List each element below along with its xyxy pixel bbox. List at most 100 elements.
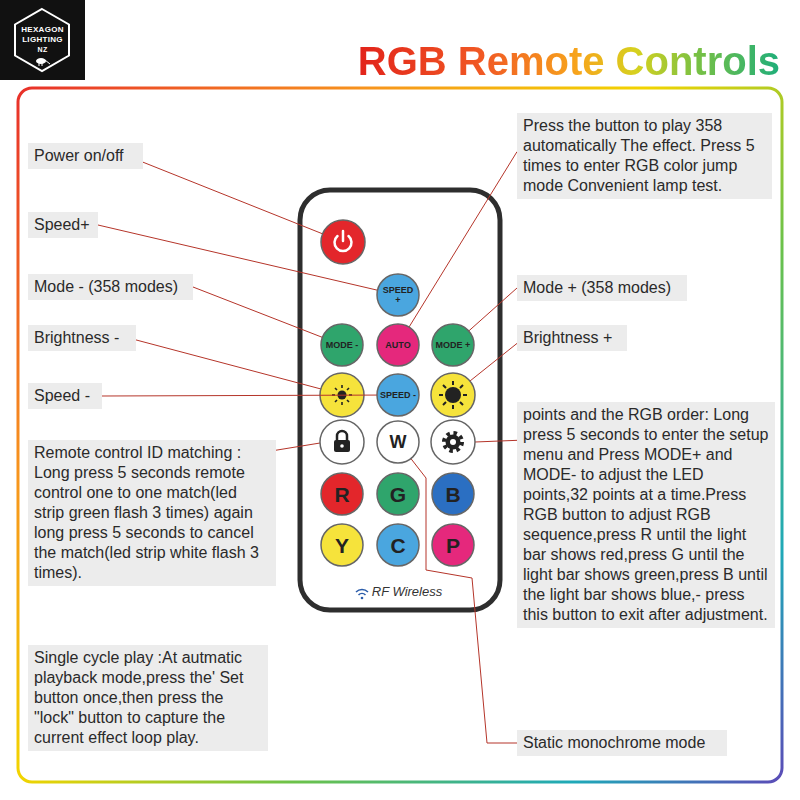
callout-box: Brightness + (517, 325, 627, 351)
kiwi-icon (39, 60, 50, 66)
callout-text: Brightness - (34, 328, 130, 348)
logo-text: LIGHTING (0, 35, 85, 44)
remote-button: R (320, 472, 364, 516)
button-label: AUTO (380, 340, 416, 350)
brightness-up-button (431, 373, 475, 417)
logo-text: NZ (0, 45, 85, 54)
lock-icon (334, 440, 350, 452)
remote-button: MODE - (320, 323, 364, 367)
remote-button: MODE + (431, 323, 475, 367)
button-shape (321, 324, 363, 366)
leader-line (130, 157, 323, 234)
leader-line (102, 395, 377, 397)
remote-button: G (376, 472, 420, 516)
callout-text: Speed+ (34, 215, 92, 235)
callout-text: Press the button to play 358 automatical… (523, 116, 766, 196)
logo (0, 0, 85, 80)
remote-button: B (431, 472, 475, 516)
callout-box: Brightness - (28, 325, 136, 351)
gear-icon (450, 439, 456, 445)
brightness-button (431, 373, 475, 417)
remote-label: RF Wireless (372, 584, 442, 600)
wifi-icon (361, 597, 364, 600)
callout-text: Mode + (358 modes) (523, 278, 681, 298)
button-shape (321, 473, 363, 515)
leader-line (411, 459, 517, 743)
lock-icon (340, 444, 344, 448)
power-button (321, 220, 365, 264)
button-shape (377, 274, 419, 316)
callout-box: Mode - (358 modes) (28, 274, 193, 300)
button-label: R (327, 483, 357, 506)
callout-box: Remote control ID matching : Long press … (28, 440, 276, 586)
callout-box: Speed+ (28, 212, 98, 238)
button-label: C (383, 534, 413, 557)
button-shape (432, 524, 474, 566)
wifi-icon (356, 590, 368, 600)
button-shape (377, 524, 419, 566)
callout-text: Brightness + (523, 328, 621, 348)
callout-text: Static monochrome mode (523, 733, 721, 753)
gear-icon (446, 435, 461, 450)
callout-text: Speed - (34, 386, 96, 406)
button-label: MODE + (435, 340, 471, 350)
remote-button: SPEED - (376, 373, 420, 417)
callout-text: Remote control ID matching : Long press … (34, 443, 270, 583)
power-symbol (342, 231, 345, 241)
button-label: SPEED - (380, 390, 416, 400)
button-label: SPEED + (380, 285, 416, 305)
remote-button: AUTO (376, 323, 420, 367)
button-shape (377, 473, 419, 515)
remote-button: C (376, 523, 420, 567)
callout-text: Mode - (358 modes) (34, 277, 187, 297)
callout-text: Single cycle play :At autmatic playback … (34, 648, 262, 748)
callout-box: Speed - (28, 383, 102, 409)
logo-text: HEXAGON (0, 25, 85, 34)
lock-icon (337, 431, 347, 441)
leader-line (125, 337, 321, 389)
remote-button: P (431, 523, 475, 567)
callout-box: Single cycle play :At autmatic playback … (28, 645, 268, 751)
leader-line (193, 287, 322, 337)
callout-text: Power on/off (34, 146, 137, 166)
power-button (321, 220, 365, 264)
setup-button (431, 420, 475, 464)
remote-button: W (376, 420, 420, 464)
page-title: RGB Remote Controls (358, 38, 780, 84)
kiwi-icon (36, 58, 46, 64)
button-shape (377, 324, 419, 366)
button-shape (377, 421, 419, 463)
wifi-icon (356, 590, 368, 592)
button-label: B (438, 483, 468, 506)
logo-ground (0, 0, 85, 80)
button-shape (432, 324, 474, 366)
callout-text: points and the RGB order: Long press 5 s… (523, 405, 769, 625)
button-shape (377, 374, 419, 416)
button-label: W (383, 432, 413, 452)
button-label: Y (327, 534, 357, 557)
lock-button (320, 420, 364, 464)
leader-line (469, 288, 517, 331)
button-label: G (383, 483, 413, 506)
button-shape (321, 524, 363, 566)
leader-line (125, 157, 525, 452)
remote-body (300, 190, 500, 610)
callout-box: Static monochrome mode (517, 730, 727, 756)
callout-box: points and the RGB order: Long press 5 s… (517, 402, 775, 628)
remote-button: SPEED + (376, 273, 420, 317)
sun-icon (445, 387, 461, 403)
gear-icon (444, 433, 462, 451)
callout-box: Mode + (358 modes) (517, 275, 687, 301)
leader-line (409, 152, 517, 327)
setup-button (431, 420, 475, 464)
remote-button: Y (320, 523, 364, 567)
lock-button (320, 420, 364, 464)
rainbow-frame (18, 88, 782, 782)
button-shape (432, 473, 474, 515)
button-label: P (438, 534, 468, 557)
wifi-icon (359, 594, 366, 595)
button-label: MODE - (324, 340, 360, 350)
callout-box: Power on/off (28, 143, 143, 169)
